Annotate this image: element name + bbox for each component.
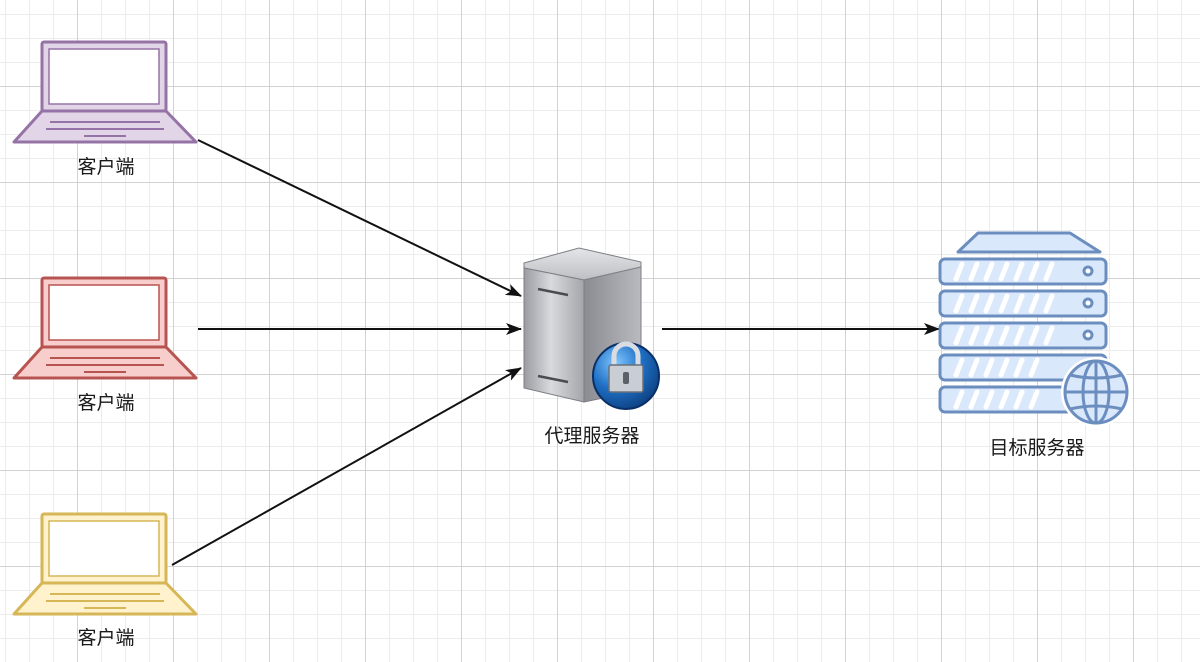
client-2-laptop-icon[interactable] — [12, 276, 198, 380]
client-2-label: 客户端 — [77, 392, 135, 414]
edge-client-3-to-proxy — [171, 367, 522, 566]
target-server-icon[interactable] — [938, 231, 1131, 427]
client-3-label: 客户端 — [77, 627, 135, 649]
client-1-laptop-icon[interactable] — [12, 40, 198, 144]
edge-client-1-to-proxy — [197, 139, 522, 297]
globe-icon — [1061, 357, 1131, 427]
target-server-label: 目标服务器 — [989, 437, 1085, 459]
proxy-server-label: 代理服务器 — [544, 425, 640, 447]
client-3-laptop-icon[interactable] — [12, 512, 198, 616]
lock-badge-icon — [592, 341, 660, 410]
client-1-label: 客户端 — [77, 156, 135, 178]
proxy-server-icon[interactable] — [523, 247, 660, 410]
